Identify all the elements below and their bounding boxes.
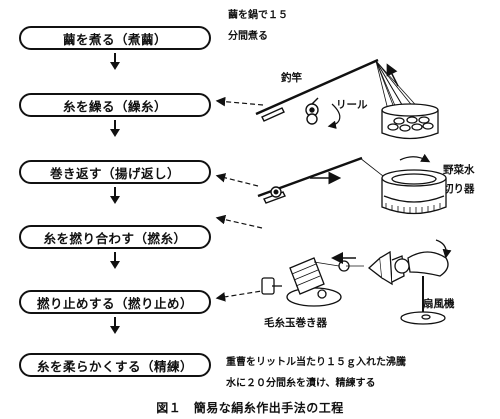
flow-arrow-1 [110, 53, 120, 70]
flow-arrow-3 [110, 187, 120, 204]
connector-rewind [215, 173, 259, 187]
step-reel-silk: 糸を繰る（繰糸） [19, 93, 211, 117]
flow-arrow-5 [110, 317, 120, 334]
label-fishing-rod: 釣竿 [281, 72, 302, 84]
label-yarn-winder: 毛糸玉巻き器 [264, 317, 327, 329]
refine-note-line2: 水に２０分間糸を漬け、精練する [226, 378, 376, 389]
fishing-rod-illustration-2 [257, 156, 384, 204]
connector-set [215, 289, 269, 302]
label-reel: リール [336, 99, 368, 111]
boil-note-line1: 繭を鍋で１５ [228, 10, 288, 21]
label-vegetable-spinner-2: 切り器 [443, 183, 475, 195]
yarn-winder-icon [261, 257, 350, 307]
connector-reel [215, 96, 264, 107]
boil-note-line2: 分間煮る [228, 31, 268, 42]
step-boil-cocoons: 繭を煮る（煮繭） [19, 26, 211, 50]
refine-note-line1: 重曹をリットル当たり１５ｇ入れた沸騰 [226, 357, 406, 368]
connector-twist [215, 214, 263, 229]
electric-fan-icon [331, 239, 452, 325]
flow-arrows [110, 53, 120, 334]
step-rewind: 巻き返す（揚げ返し） [19, 160, 211, 184]
label-electric-fan: 扇風機 [423, 298, 455, 310]
step-set-twist: 撚り止めする（撚り止め） [19, 290, 211, 314]
flow-arrow-4 [110, 252, 120, 269]
cocoon-pot-icon [381, 103, 439, 140]
figure-caption: 図１ 簡易な絹糸作出手法の工程 [156, 401, 344, 415]
fishing-rod-illustration-1 [255, 58, 423, 129]
vegetable-spinner-icon [381, 153, 447, 215]
dashed-connectors [215, 96, 269, 302]
label-vegetable-spinner-1: 野菜水 [443, 164, 475, 176]
flow-arrow-2 [110, 120, 120, 137]
step-twist-threads: 糸を撚り合わす（撚糸） [19, 225, 211, 249]
step-degumming: 糸を柔らかくする（精練） [19, 353, 211, 377]
